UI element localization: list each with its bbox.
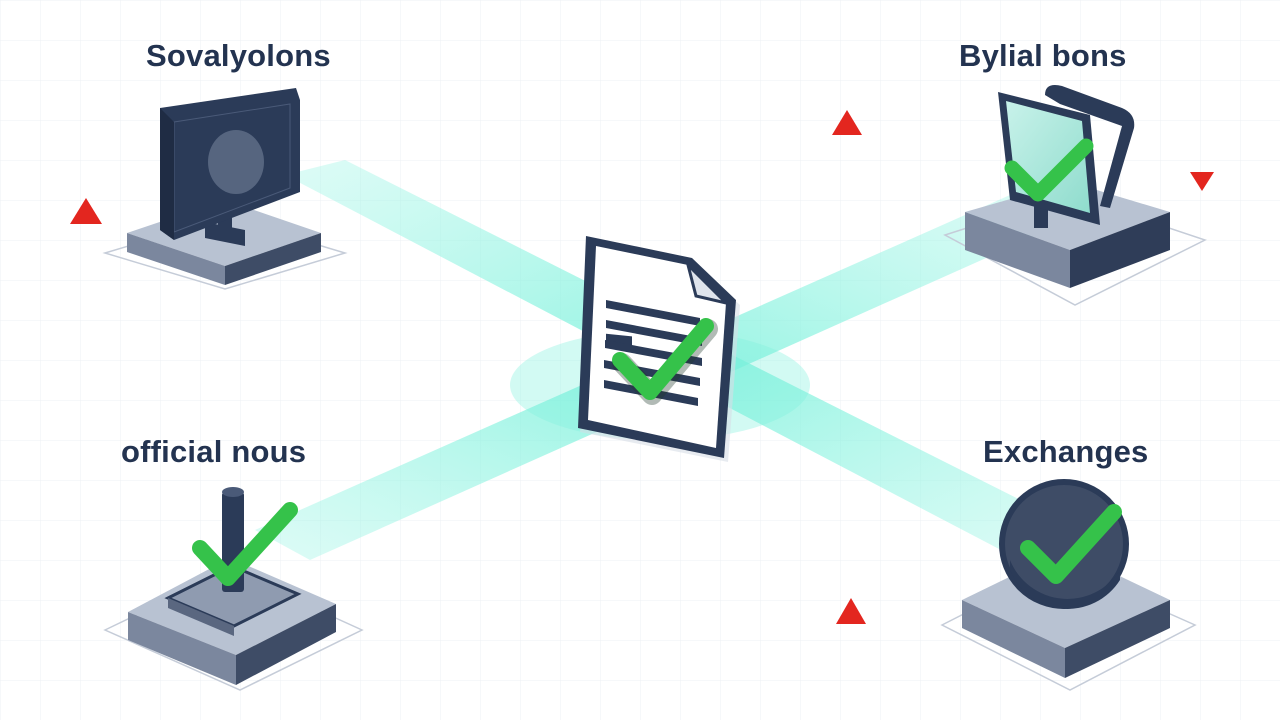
- node-bottom-left: [103, 487, 364, 691]
- node-label-bottom-right: Exchanges: [983, 434, 1149, 469]
- platform-right-side: [1070, 212, 1170, 288]
- platform-left-side: [962, 600, 1065, 678]
- alert-triangle-down-icon: [1190, 172, 1214, 191]
- node-label-bottom-left: official nous: [121, 434, 307, 469]
- platform-right-side: [236, 604, 336, 685]
- alert-triangle-icon: [70, 198, 102, 224]
- circle-check-icon: [1020, 504, 1122, 584]
- alert-triangle-icon: [832, 110, 862, 135]
- node-label-top-left: Sovalyolons: [146, 38, 331, 73]
- node-label-top-right: Bylial bons: [959, 38, 1127, 73]
- alerts: [70, 110, 1214, 624]
- joystick-check-icon: [192, 502, 298, 586]
- platform-left-side: [127, 233, 225, 285]
- monitor-icon: [160, 88, 300, 246]
- circle-badge-icon: [999, 479, 1129, 609]
- document-icon: [578, 236, 740, 462]
- alert-triangle-icon: [836, 598, 866, 624]
- monitor-check-icon: [1004, 138, 1094, 202]
- node-bottom-right: [940, 479, 1197, 691]
- check-marks: [192, 138, 1122, 586]
- platform-left-side: [965, 212, 1070, 288]
- document-check-icon: [612, 318, 714, 400]
- platform-right-side: [1065, 600, 1170, 678]
- node-top-left: [102, 88, 348, 290]
- platform-right-side: [225, 233, 321, 285]
- platform-left-side: [128, 612, 236, 685]
